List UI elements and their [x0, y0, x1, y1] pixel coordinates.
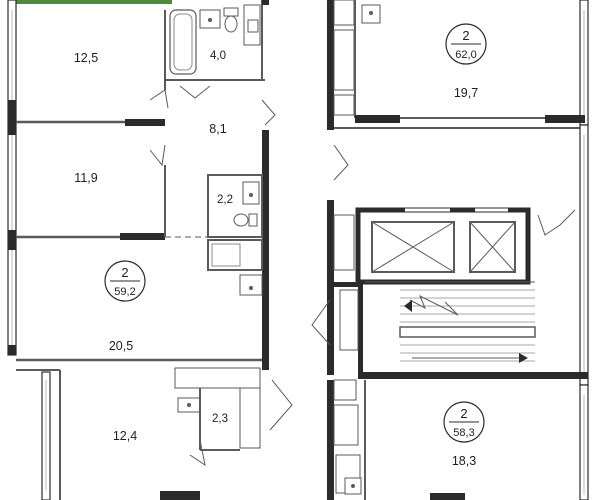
room-area-label: 11,9: [74, 171, 97, 185]
apartment-badge: 2 59,2: [104, 260, 146, 302]
grass-strip: [12, 0, 172, 4]
room-area-label: 12,5: [74, 51, 98, 65]
door-swings-left: [149, 85, 293, 467]
room-area-label: 2,3: [212, 413, 228, 425]
corridor-walls: [262, 0, 334, 500]
apartment-total-area: 58,3: [453, 427, 474, 439]
room-area-label: 12,4: [113, 429, 137, 443]
room-area-label: 8,1: [209, 122, 226, 136]
apartment-total-area: 62,0: [455, 49, 476, 61]
apartment-total-area: 59,2: [114, 286, 135, 298]
room-area-label: 19,7: [454, 86, 478, 100]
staircase: [334, 281, 588, 379]
left-exterior-wall: [7, 0, 17, 356]
room-area-label: 20,5: [109, 339, 133, 353]
right-top-apartment: [333, 0, 589, 126]
apartment-badge: 2 58,3: [443, 401, 485, 443]
right-bottom-apartment: [333, 380, 589, 500]
bottom-left-block: [16, 367, 261, 500]
left-partitions: [16, 0, 265, 362]
apartment-room-count: 2: [460, 406, 467, 421]
apartment-room-count: 2: [462, 28, 469, 43]
bathroom-middle-left: [207, 174, 263, 296]
room-area-label: 4,0: [210, 50, 226, 62]
room-area-label: 18,3: [452, 454, 476, 468]
apartment-room-count: 2: [121, 265, 128, 280]
right-mid-closets: [311, 214, 359, 401]
apartment-badge: 2 62,0: [445, 23, 487, 65]
elevator-shafts: [355, 207, 531, 285]
bathroom-top-left: [169, 4, 261, 75]
room-area-label: 2,2: [217, 194, 233, 206]
